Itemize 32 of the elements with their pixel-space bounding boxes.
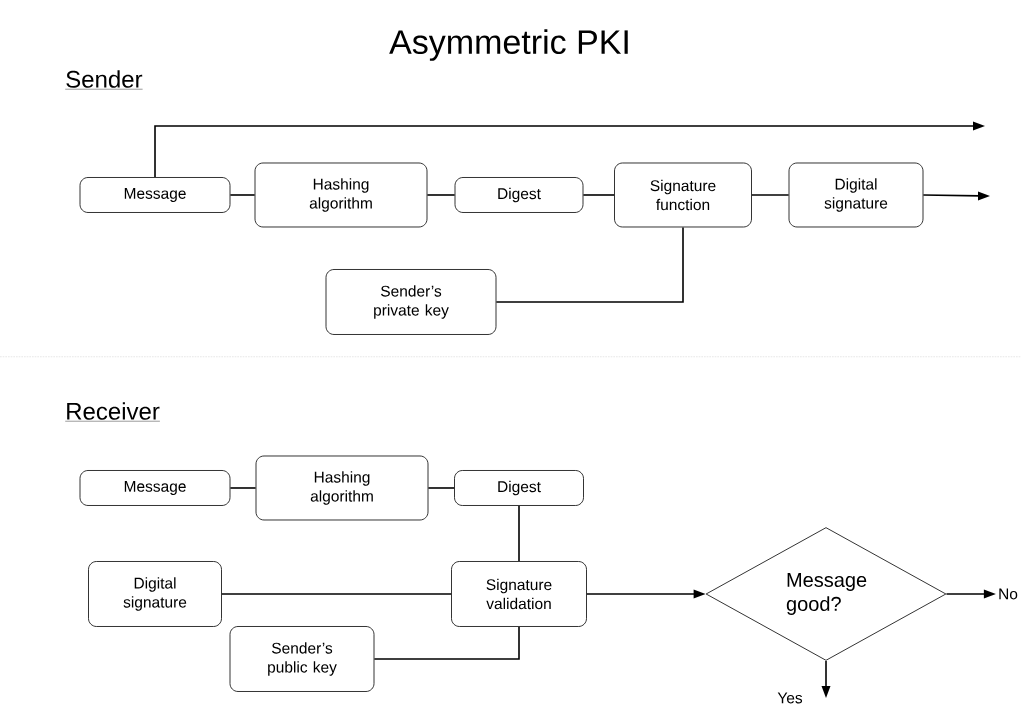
section-heading: Sender — [65, 70, 143, 90]
process-box: Hashing algorithm — [254, 162, 428, 228]
arrow — [821, 660, 831, 698]
outcome-label: Yes — [777, 692, 803, 704]
connector-line — [751, 194, 790, 196]
process-box: Message — [79, 470, 231, 506]
process-box: Message — [79, 177, 231, 213]
title: Asymmetric PKI — [389, 29, 628, 61]
process-box: Digest — [454, 177, 584, 213]
connector-line — [221, 593, 452, 595]
process-box: Signature function — [614, 162, 752, 228]
arrow — [154, 121, 985, 178]
connector-line — [229, 487, 257, 489]
connector-line — [229, 194, 256, 196]
arrow — [586, 589, 706, 599]
process-box: Sender’s private key — [325, 269, 497, 335]
connector-line — [427, 487, 455, 489]
arrow — [945, 589, 996, 599]
section-heading: Receiver — [65, 402, 161, 422]
connector-line — [582, 194, 615, 196]
outcome-label: No — [999, 588, 1018, 600]
connector-line — [518, 505, 520, 562]
connector-line — [373, 626, 520, 660]
process-box: Digital signature — [88, 561, 222, 627]
process-box: Digest — [454, 470, 584, 506]
process-box: Hashing algorithm — [255, 455, 429, 521]
connector-line — [495, 226, 684, 303]
arrow — [922, 191, 990, 201]
process-box: Digital signature — [788, 162, 924, 228]
connector-line — [426, 194, 456, 196]
process-box: Signature validation — [451, 561, 587, 627]
process-box: Sender’s public key — [229, 626, 375, 692]
